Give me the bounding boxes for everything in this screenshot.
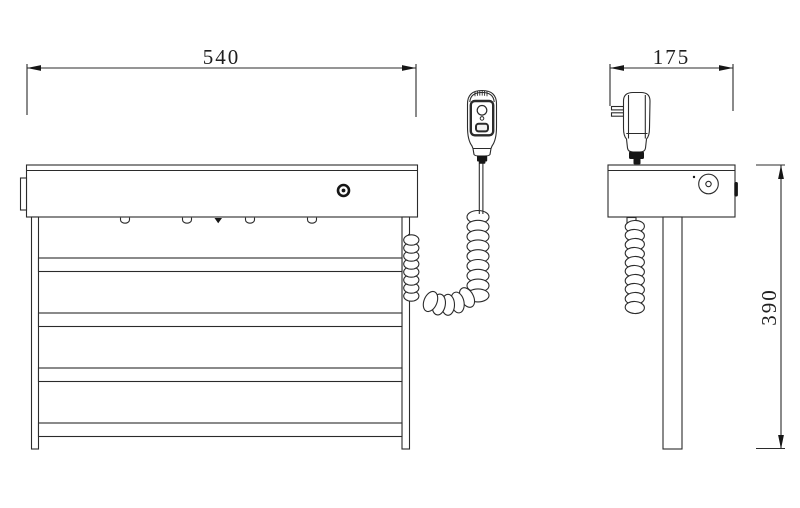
towel-rail bbox=[37, 257, 403, 273]
indicator-dot bbox=[692, 175, 696, 179]
center-marker-arrow-icon bbox=[214, 218, 222, 224]
side-post bbox=[662, 216, 683, 450]
hook-clip bbox=[244, 217, 256, 224]
dimension-depth bbox=[609, 64, 734, 111]
cord-loop bbox=[624, 300, 645, 315]
cord-loop bbox=[422, 290, 439, 313]
remote-button bbox=[476, 104, 488, 116]
dimension-height-label: 390 bbox=[757, 288, 781, 326]
front-header-housing bbox=[25, 164, 419, 218]
side-header-housing bbox=[607, 164, 736, 218]
towel-rails bbox=[37, 257, 403, 438]
plug-connector bbox=[629, 151, 644, 165]
side-jack-bump bbox=[734, 182, 738, 197]
rail-post-left bbox=[30, 216, 40, 450]
dim-arrow-right-icon bbox=[402, 65, 416, 71]
coiled-cord-side bbox=[624, 216, 645, 315]
remote-switch bbox=[475, 122, 489, 133]
coiled-cord-front bbox=[403, 209, 490, 316]
cord-loop bbox=[403, 234, 420, 246]
remote-connector bbox=[477, 155, 488, 164]
power-plug bbox=[610, 91, 651, 165]
dim-arrow-down-icon bbox=[778, 435, 784, 449]
hook-clips bbox=[119, 217, 318, 224]
remote-cable bbox=[478, 163, 484, 214]
dimension-depth-label: 175 bbox=[653, 45, 691, 69]
dim-arrow-left-icon bbox=[610, 65, 624, 71]
dimension-height bbox=[756, 164, 785, 450]
power-jack-icon bbox=[336, 183, 351, 198]
hook-clip bbox=[181, 217, 193, 224]
plug-body bbox=[622, 91, 651, 153]
control-knob-center bbox=[705, 180, 712, 188]
remote-led bbox=[479, 116, 485, 121]
side-view bbox=[607, 91, 738, 450]
dim-arrow-left-icon bbox=[27, 65, 41, 71]
hook-clip bbox=[119, 217, 131, 224]
dimension-width-label: 540 bbox=[203, 45, 241, 69]
towel-rail bbox=[37, 367, 403, 383]
plug-prongs bbox=[610, 105, 625, 117]
towel-rail bbox=[37, 312, 403, 328]
remote-cap-hatch bbox=[474, 90, 488, 97]
wall-bracket bbox=[19, 177, 28, 211]
control-knob bbox=[698, 173, 719, 195]
dim-arrow-up-icon bbox=[778, 165, 784, 179]
front-view bbox=[19, 164, 490, 450]
towel-rail bbox=[37, 422, 403, 438]
dim-arrow-right-icon bbox=[719, 65, 733, 71]
dimension-width bbox=[26, 64, 417, 117]
rail-post-right bbox=[401, 216, 411, 450]
remote-control bbox=[466, 89, 498, 214]
hook-clip bbox=[306, 217, 318, 224]
